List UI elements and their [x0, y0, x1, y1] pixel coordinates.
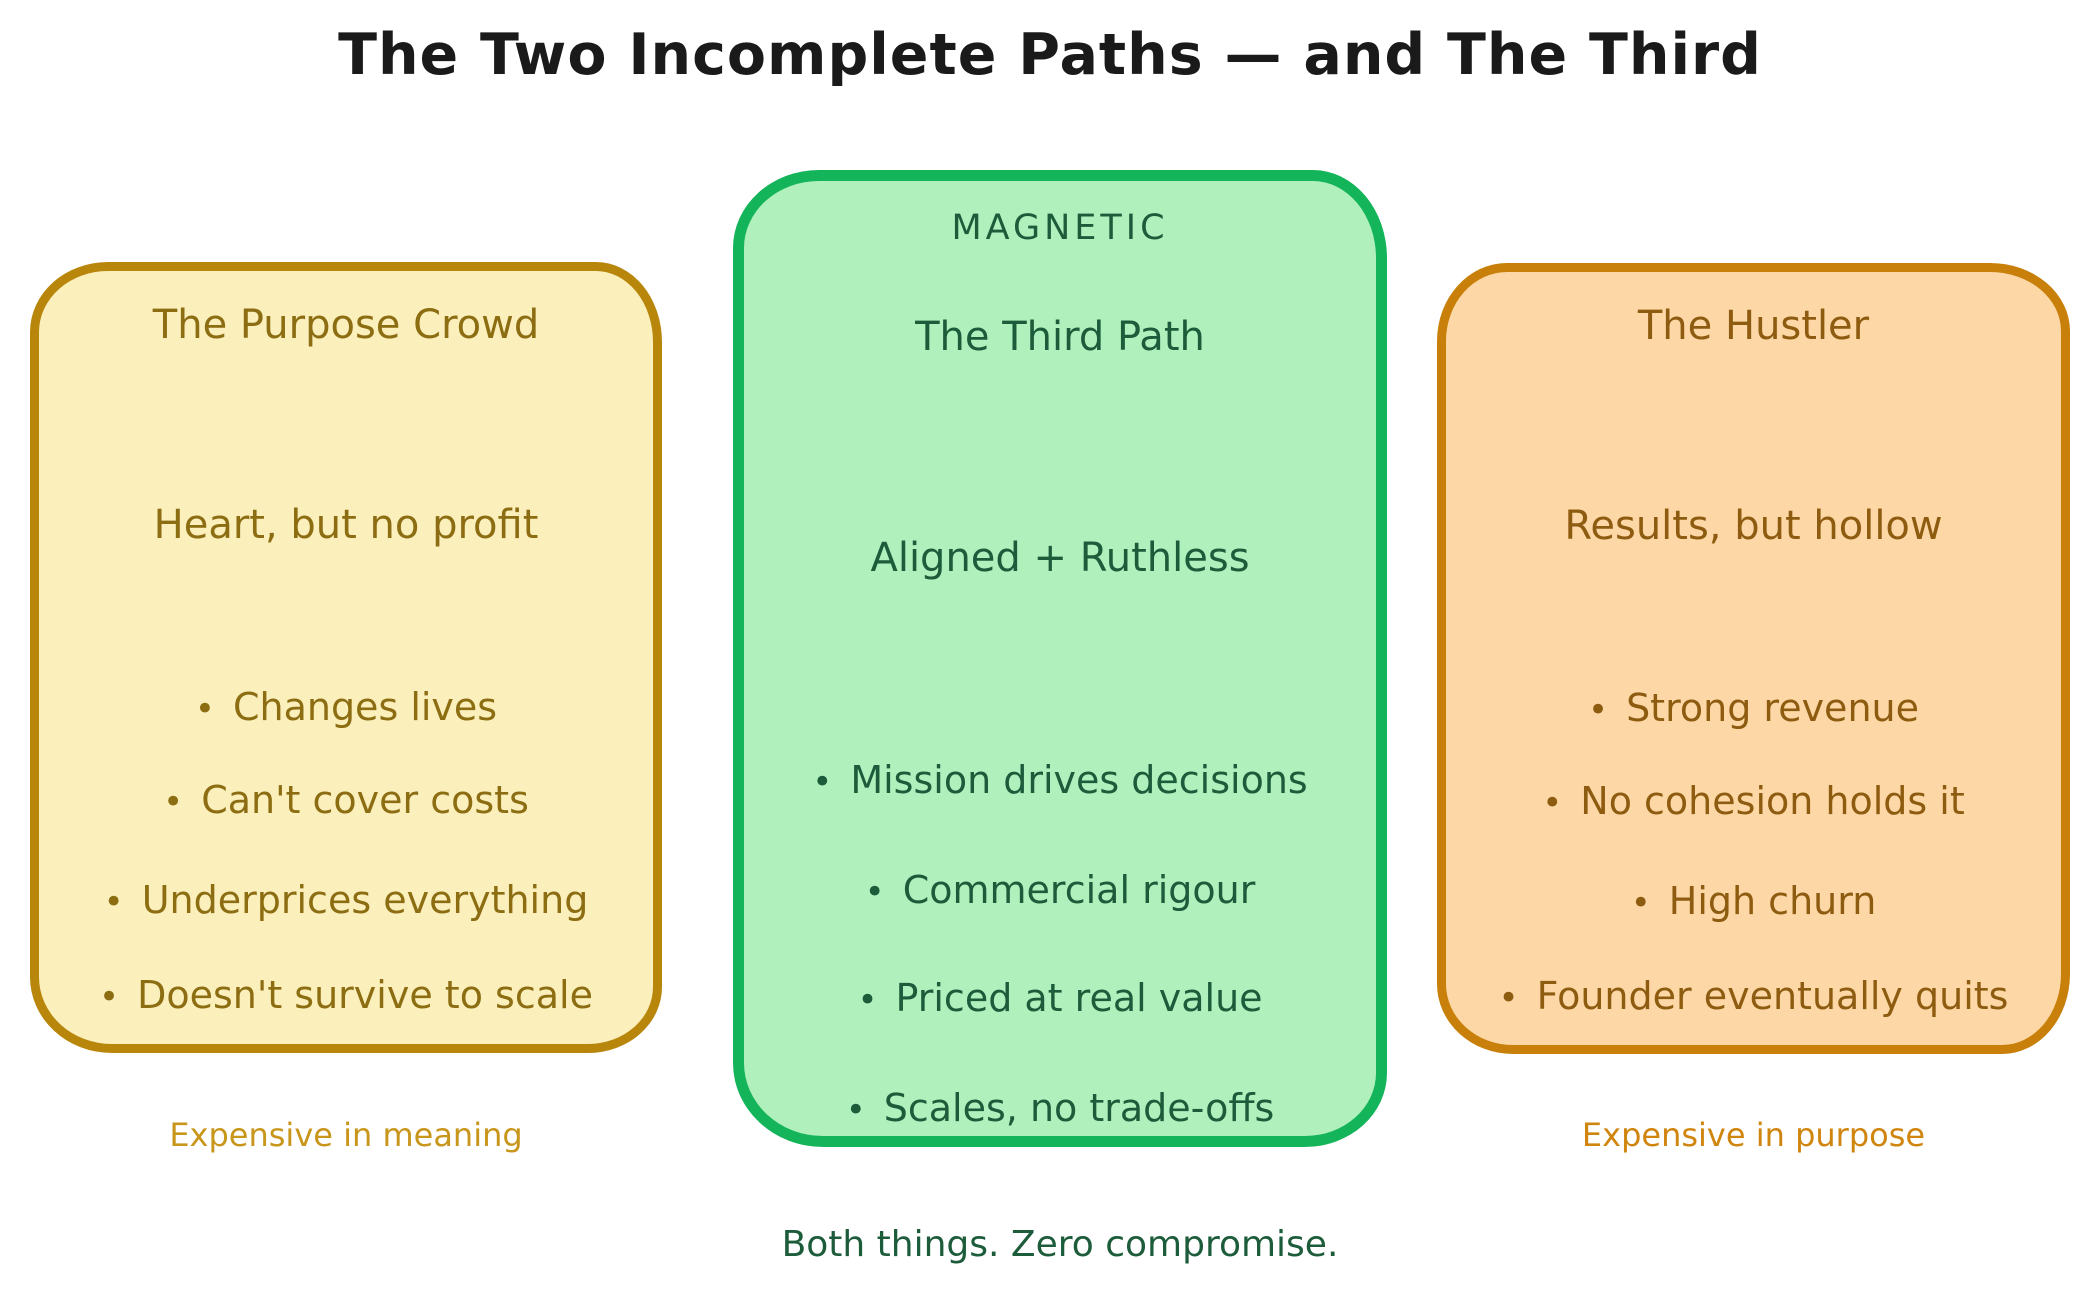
card-purpose-crowd: The Purpose Crowd Heart, but no profit •…	[30, 262, 662, 1053]
bullet-item: • Can't cover costs	[39, 776, 653, 824]
bullet-text: Changes lives	[232, 685, 498, 729]
bullet-text: No cohesion holds it	[1580, 779, 1965, 823]
bullet-text: High churn	[1668, 879, 1877, 923]
bullet-item: • Underprices everything	[39, 876, 653, 924]
card-hustler: The Hustler Results, but hollow • Strong …	[1437, 263, 2070, 1054]
bullet-dot-icon: •	[1588, 690, 1609, 730]
bullet-dot-icon: •	[103, 882, 124, 922]
bullet-text: Priced at real value	[895, 976, 1263, 1020]
third-path-card-label: MAGNETIC	[951, 208, 1169, 248]
hustler-card-subtitle: Results, but hollow	[1564, 503, 1943, 549]
bullet-text: Founder eventually quits	[1536, 974, 2009, 1018]
hustler-card-caption: Expensive in purpose	[1581, 1116, 1926, 1154]
third-path-card-subtitle: Aligned + Ruthless	[870, 535, 1250, 581]
bullet-dot-icon: •	[1498, 978, 1519, 1018]
bullet-text: Can't cover costs	[201, 778, 529, 822]
purpose-card-title: The Purpose Crowd	[152, 302, 540, 348]
bullet-item: • Commercial rigour	[744, 866, 1376, 914]
bullet-item: • Founder eventually quits	[1446, 972, 2061, 1020]
bullet-text: Mission drives decisions	[850, 758, 1308, 802]
purpose-card-subtitle: Heart, but no profit	[153, 502, 539, 548]
bullet-item: • Priced at real value	[744, 974, 1376, 1022]
bullet-item: • Mission drives decisions	[744, 756, 1376, 804]
bullet-item: • High churn	[1446, 877, 2061, 925]
third-path-card-title: The Third Path	[915, 314, 1205, 360]
bullet-item: • Changes lives	[39, 683, 653, 731]
bullet-dot-icon: •	[194, 689, 215, 729]
bullet-text: Commercial rigour	[902, 868, 1256, 912]
purpose-card-caption: Expensive in meaning	[169, 1116, 523, 1154]
third-path-card-caption: Both things. Zero compromise.	[781, 1224, 1339, 1265]
bullet-dot-icon: •	[163, 782, 184, 822]
bullet-text: Doesn't survive to scale	[137, 973, 593, 1017]
bullet-dot-icon: •	[812, 762, 833, 802]
bullet-dot-icon: •	[864, 872, 885, 912]
card-third-path: MAGNETIC The Third Path Aligned + Ruthle…	[733, 170, 1387, 1147]
bullet-item: • Strong revenue	[1446, 684, 2061, 732]
bullet-text: Scales, no trade-offs	[883, 1086, 1275, 1130]
bullet-text: Underprices everything	[141, 878, 589, 922]
hustler-card-title: The Hustler	[1637, 303, 1870, 349]
diagram-title: The Two Incomplete Paths — and The Third	[338, 22, 1762, 88]
bullet-dot-icon: •	[1630, 883, 1651, 923]
bullet-text: Strong revenue	[1626, 686, 1919, 730]
bullet-dot-icon: •	[99, 977, 120, 1017]
bullet-item: • Doesn't survive to scale	[39, 971, 653, 1019]
bullet-item: • Scales, no trade-offs	[744, 1084, 1376, 1132]
bullet-dot-icon: •	[1542, 783, 1563, 823]
bullet-dot-icon: •	[845, 1090, 866, 1130]
bullet-item: • No cohesion holds it	[1446, 777, 2061, 825]
bullet-dot-icon: •	[857, 980, 878, 1020]
